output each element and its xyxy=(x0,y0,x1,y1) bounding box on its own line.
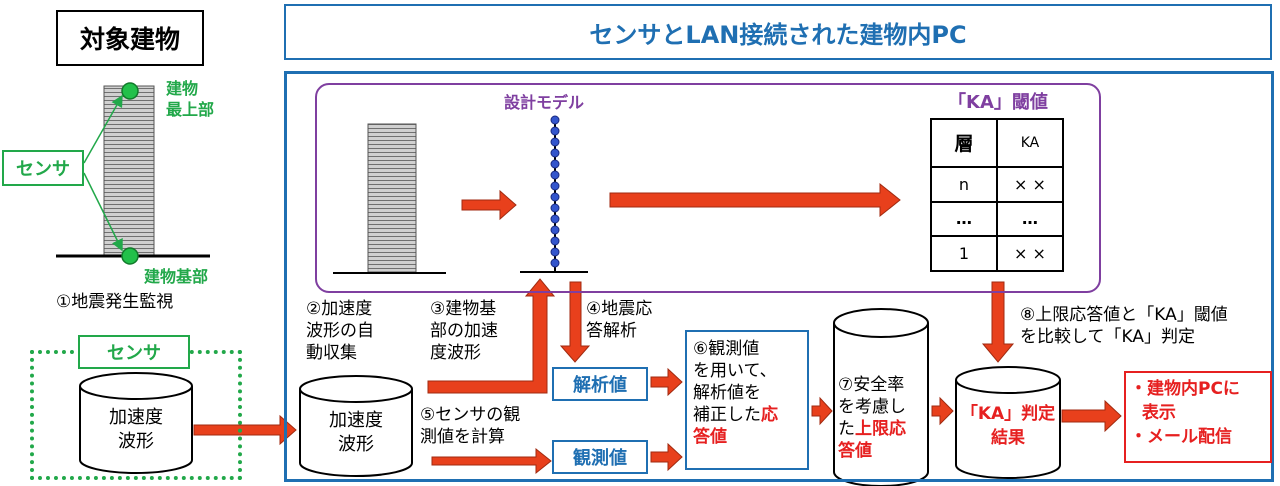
pc-title: センサとLAN接続された建物内PC xyxy=(284,4,1272,60)
step-3-label: ③建物基 部の加速 度波形 xyxy=(430,299,498,363)
top-point-label: 建物 最上部 xyxy=(166,79,215,119)
sensor-line-top xyxy=(83,94,123,164)
table-row: n × × xyxy=(930,165,1064,203)
design-model-title: 設計モデル xyxy=(504,93,585,112)
output-line-2: 表示 xyxy=(1130,403,1176,423)
table-cell: 1 xyxy=(930,235,998,272)
sensor-line-base xyxy=(83,172,123,252)
target-building xyxy=(56,82,210,265)
table-cell: … xyxy=(996,200,1064,238)
step-7-red: 上限応 答値 xyxy=(838,419,906,461)
table-cell: n xyxy=(930,165,998,203)
step-1-label: ①地震発生監視 xyxy=(56,292,174,312)
ka-result-cylinder-text: 「KA」判定 結果 xyxy=(960,404,1056,448)
output-box: ・建物内PCに 表示 ・メール配信 xyxy=(1124,371,1272,463)
table-header-ka: KA xyxy=(996,118,1064,168)
step-6-text: ⑥観測値 を用いて、 解析値を 補正した xyxy=(693,339,777,425)
model-building xyxy=(333,123,446,274)
flow-arrows xyxy=(193,182,1122,475)
table-row: 1 × × xyxy=(930,235,1064,272)
sensor-label-box: センサ xyxy=(2,150,84,186)
collected-wave-cylinder-text: 加速度 波形 xyxy=(329,410,383,455)
step-7-text: ⑦安全率 を考慮し た上限応 答値 xyxy=(838,375,906,461)
observed-value-box: 観測値 xyxy=(552,440,648,474)
step-8-label: ⑧上限応答値と「KA」閾値 を比較して「KA」判定 xyxy=(1020,305,1228,347)
lumped-mass-model xyxy=(520,115,588,273)
pc-frame xyxy=(284,71,1274,482)
table-cell: × × xyxy=(996,165,1064,203)
step-6-red-2: 答値 xyxy=(693,427,727,447)
sensor-dotted-label: センサ xyxy=(78,335,190,369)
ka-threshold-title: 「KA」閾値 xyxy=(948,92,1048,113)
table-row: 層 KA xyxy=(930,118,1064,168)
sensor-wave-cylinder-text: 加速度 波形 xyxy=(109,407,163,452)
step-6-box: ⑥観測値 を用いて、 解析値を 補正した応答値 xyxy=(685,330,809,470)
output-line-1: ・建物内PCに xyxy=(1130,379,1240,399)
table-row: … … xyxy=(930,200,1064,238)
cylinders xyxy=(79,308,1061,486)
output-line-3: ・メール配信 xyxy=(1130,427,1232,447)
ka-threshold-table: 層 KA n × × … … 1 × × xyxy=(930,118,1064,272)
table-header-floor: 層 xyxy=(930,118,998,168)
analysis-value-box: 解析値 xyxy=(552,367,648,401)
base-point-label: 建物基部 xyxy=(144,267,209,286)
step-6-red-1: 応 xyxy=(761,405,778,425)
table-cell: … xyxy=(930,200,998,238)
table-cell: × × xyxy=(996,235,1064,272)
target-building-title: 対象建物 xyxy=(56,10,204,66)
step-4-label: ④地震応 答解析 xyxy=(586,299,653,341)
design-model-frame xyxy=(315,83,1101,293)
step-2-label: ②加速度 波形の自 動収集 xyxy=(306,299,374,363)
step-5-label: ⑤センサの観 測値を計算 xyxy=(420,405,521,447)
